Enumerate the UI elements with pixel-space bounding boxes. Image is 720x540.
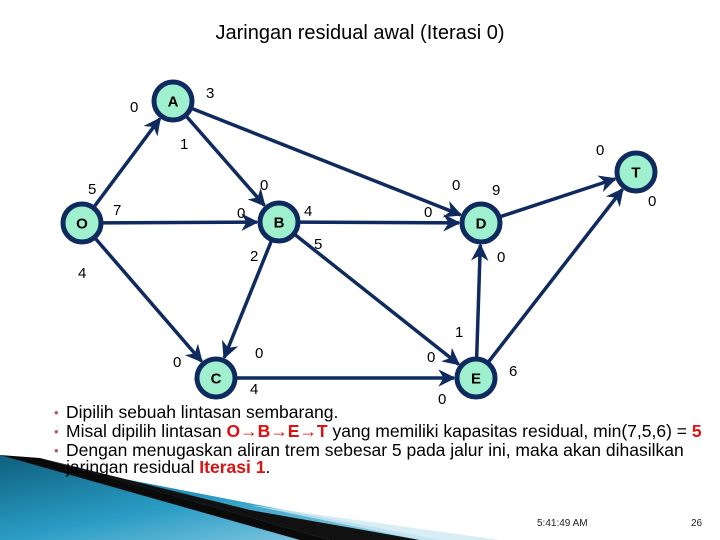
capacity-label: 4: [250, 381, 258, 398]
page-number: 26: [691, 518, 703, 529]
bullet-2-mid: yang memiliki kapasitas residual, min(7,…: [327, 421, 692, 441]
bullet-1-text: Dipilih sebuah lintasan sembarang.: [66, 402, 339, 422]
capacity-label: 0: [237, 205, 245, 222]
capacity-label: 0: [255, 345, 263, 362]
capacity-label: 1: [455, 324, 463, 341]
capacity-label: 0: [648, 193, 656, 210]
node-label-O: O: [76, 216, 88, 233]
capacity-label: 0: [452, 177, 460, 194]
graph-edges: [91, 106, 624, 387]
capacity-label: 9: [492, 182, 500, 199]
capacity-label: 5: [314, 236, 322, 253]
node-D: [459, 201, 503, 245]
capacity-label: 0: [596, 142, 604, 159]
bullet-dot: •: [54, 424, 59, 439]
node-label-A: A: [168, 94, 179, 111]
node-C: [194, 356, 238, 400]
bullet-2: • Misal dipilih lintasan O→B→E→T yang me…: [54, 421, 706, 441]
graph-nodes: A O B D T C E: [60, 79, 658, 400]
capacity-label: 7: [113, 202, 121, 219]
footer-time: 5:41:49 AM: [537, 518, 588, 529]
node-label-D: D: [476, 216, 487, 233]
capacity-label: 0: [497, 249, 505, 266]
bullet-1: • Dipilih sebuah lintasan sembarang.: [54, 402, 706, 422]
capacity-label: 0: [427, 349, 435, 366]
selected-path: O→B→E→T: [226, 421, 328, 441]
bullet-3: • Dengan menugaskan aliran trem sebesar …: [54, 440, 706, 477]
capacity-label: 5: [88, 181, 96, 198]
edge-D-T: [498, 175, 617, 219]
iteration-label: Iterasi 1: [199, 457, 266, 477]
edge-O-B: [100, 213, 259, 231]
node-O: [60, 201, 104, 245]
node-E: [454, 356, 498, 400]
capacity-label: 6: [509, 363, 517, 380]
edge-A-D: [190, 106, 463, 218]
node-label-T: T: [631, 165, 640, 182]
capacity-label: 1: [180, 136, 188, 153]
capacity-label: 3: [206, 85, 214, 102]
node-B: [257, 200, 301, 244]
edge-A-B: [184, 114, 266, 207]
node-label-C: C: [211, 371, 222, 388]
edge-E-T: [486, 187, 624, 365]
edge-E-D: [471, 243, 489, 360]
bullet-3-pre: Dengan menugaskan aliran trem sebesar 5 …: [66, 440, 684, 477]
capacity-label: 0: [438, 391, 446, 408]
capacity-label: 4: [304, 203, 312, 220]
min-capacity-value: 5: [691, 421, 702, 441]
capacity-label: 0: [173, 354, 181, 371]
node-label-E: E: [471, 371, 481, 388]
edge-O-C: [93, 236, 203, 363]
capacity-label: 0: [424, 204, 432, 221]
capacity-label: 4: [78, 265, 86, 282]
explanation-bullets: • Dipilih sebuah lintasan sembarang. • M…: [54, 402, 706, 478]
node-T: [614, 150, 658, 194]
edge-O-A: [91, 117, 162, 209]
bullet-3-post: .: [265, 457, 271, 477]
capacity-label: 0: [130, 99, 138, 116]
slide-title: Jaringan residual awal (Iterasi 0): [215, 22, 505, 44]
bullet-dot: •: [54, 405, 59, 420]
node-A: [151, 79, 195, 123]
edge-B-C: [222, 238, 274, 360]
edge-B-E: [292, 232, 461, 366]
node-label-B: B: [274, 215, 285, 232]
bullet-2-pre: Misal dipilih lintasan: [66, 421, 227, 441]
edge-B-D: [297, 214, 461, 232]
bullet-dot: •: [54, 443, 59, 458]
capacity-label: 2: [250, 248, 258, 265]
capacity-label: 0: [260, 177, 268, 194]
